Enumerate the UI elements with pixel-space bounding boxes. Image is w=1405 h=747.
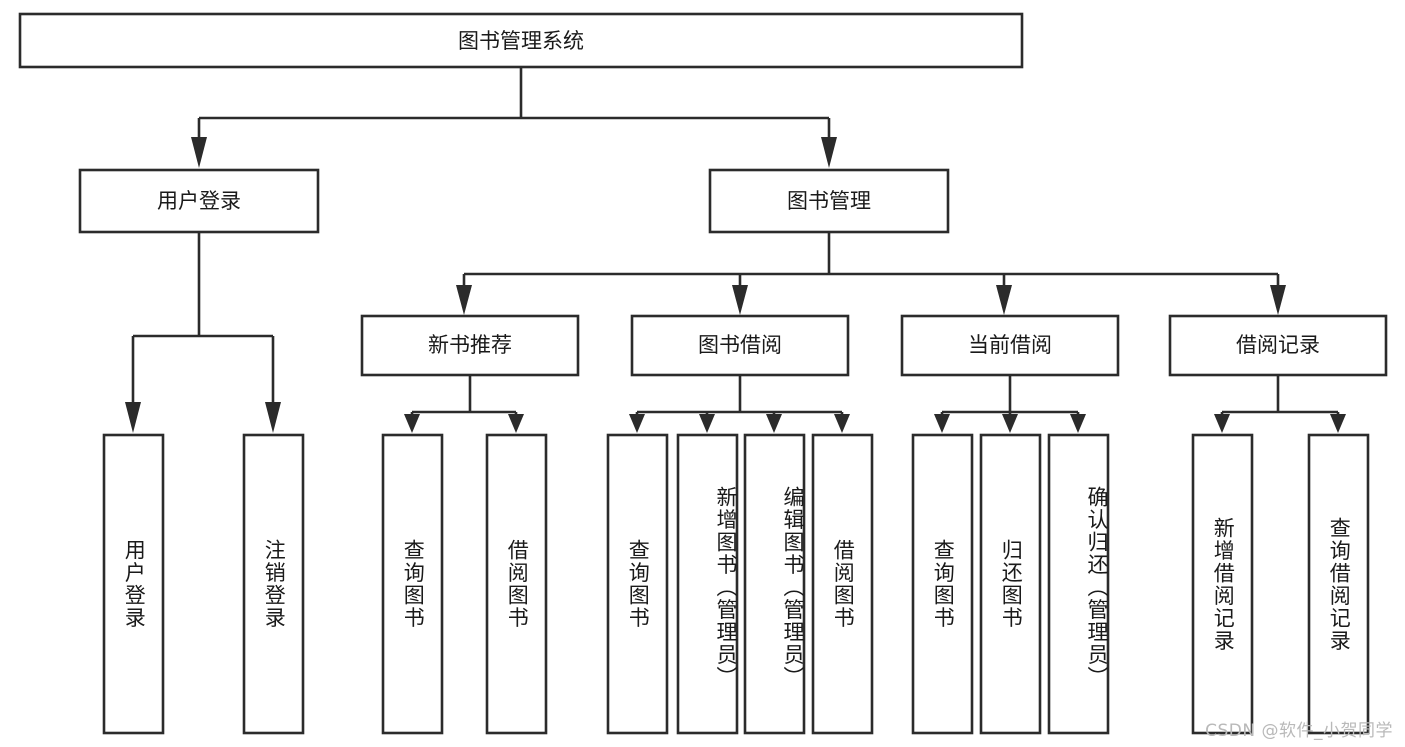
node-box-leaf-confirm-return[interactable] xyxy=(1047,433,1110,735)
horizontal-label-layer: 图书管理系统 用户登录 图书管理 新书推荐 图书借阅 当前借阅 借阅记录 xyxy=(157,29,1320,357)
arrow-head-leaf-query-book-2 xyxy=(629,414,645,433)
arrow-head-leaf-borrow-book-1 xyxy=(508,414,524,433)
arrow-head-current-borrow xyxy=(996,285,1012,315)
node-box-leaf-borrow-book-1[interactable] xyxy=(485,433,548,735)
node-box-leaf-add-book[interactable] xyxy=(676,433,739,735)
node-box-leaf-query-book-1[interactable] xyxy=(381,433,444,735)
node-box-current-borrow[interactable] xyxy=(900,314,1120,377)
arrow-head-leaf-logout-login xyxy=(265,402,281,433)
arrow-head-leaf-borrow-book-2 xyxy=(834,414,850,433)
node-label-user-login: 用户登录 xyxy=(157,189,241,213)
node-box-leaf-borrow-book-2[interactable] xyxy=(811,433,874,735)
arrow-head-leaf-user-login xyxy=(125,402,141,433)
node-label-borrow-record: 借阅记录 xyxy=(1236,333,1320,357)
node-box-new-book-recommend[interactable] xyxy=(360,314,580,377)
node-box-leaf-logout-login[interactable] xyxy=(242,433,305,735)
arrow-head-borrow-record xyxy=(1270,285,1286,315)
csdn-watermark: CSDN @软件_小贺同学 xyxy=(1205,721,1393,741)
node-box-book-manage[interactable] xyxy=(708,168,950,234)
arrow-head-book-manage xyxy=(821,137,837,168)
arrow-head-leaf-confirm-return xyxy=(1070,414,1086,433)
arrow-head-leaf-add-record xyxy=(1214,414,1230,433)
node-box-root[interactable] xyxy=(18,12,1024,69)
arrow-head-new-book-recommend xyxy=(456,285,472,315)
node-box-leaf-query-book-2[interactable] xyxy=(606,433,669,735)
node-box-borrow-record[interactable] xyxy=(1168,314,1388,377)
node-label-book-manage: 图书管理 xyxy=(787,189,871,213)
node-label-new-book-recommend: 新书推荐 xyxy=(428,333,512,357)
node-label-current-borrow: 当前借阅 xyxy=(968,333,1052,357)
node-box-leaf-edit-book[interactable] xyxy=(743,433,806,735)
node-box-leaf-add-record[interactable] xyxy=(1191,433,1254,735)
arrow-head-user-login xyxy=(191,137,207,168)
arrow-head-leaf-query-book-1 xyxy=(404,414,420,433)
arrow-head-leaf-query-book-3 xyxy=(934,414,950,433)
node-box-leaf-query-record[interactable] xyxy=(1307,433,1370,735)
connector-layer xyxy=(125,67,1346,433)
arrow-head-leaf-query-record xyxy=(1330,414,1346,433)
node-box-leaf-query-book-3[interactable] xyxy=(911,433,974,735)
node-box-leaf-user-login[interactable] xyxy=(102,433,165,735)
arrow-head-book-borrow xyxy=(732,285,748,315)
node-box-book-borrow[interactable] xyxy=(630,314,850,377)
arrow-head-leaf-edit-book xyxy=(766,414,782,433)
node-label-book-borrow: 图书借阅 xyxy=(698,333,782,357)
arrow-head-leaf-add-book xyxy=(699,414,715,433)
node-label-root: 图书管理系统 xyxy=(458,29,584,53)
arrow-head-leaf-return-book xyxy=(1002,414,1018,433)
node-box-leaf-return-book[interactable] xyxy=(979,433,1042,735)
node-layer xyxy=(18,12,1388,735)
node-box-user-login[interactable] xyxy=(78,168,320,234)
